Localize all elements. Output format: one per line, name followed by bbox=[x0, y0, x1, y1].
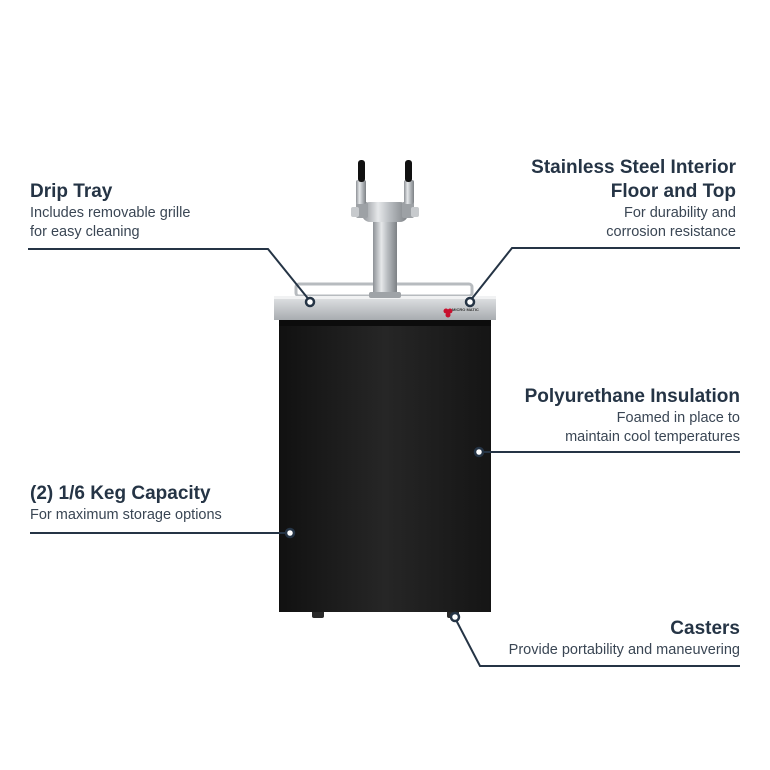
callout-desc: maintain cool temperatures bbox=[565, 429, 740, 445]
brand-logo-mark bbox=[443, 308, 453, 318]
callout-drip-tray: Drip Tray Includes removable grille for … bbox=[30, 180, 280, 242]
dot-casters bbox=[449, 611, 461, 623]
callout-desc: For durability and bbox=[623, 205, 736, 221]
callout-title: Casters bbox=[670, 618, 740, 639]
faucet-left bbox=[351, 160, 368, 218]
callout-desc: corrosion resistance bbox=[606, 224, 736, 240]
callout-title: Drip Tray bbox=[30, 181, 113, 202]
faucet-right bbox=[402, 160, 419, 218]
leader-stainless bbox=[469, 247, 740, 302]
callout-title: (2) 1/6 Keg Capacity bbox=[30, 483, 211, 504]
callout-casters: Casters Provide portability and maneuver… bbox=[420, 617, 740, 660]
dot-stainless bbox=[464, 296, 476, 308]
callout-stainless-steel: Stainless Steel Interior Floor and Top F… bbox=[436, 156, 736, 242]
callout-title: Stainless Steel Interior bbox=[531, 157, 736, 178]
callout-desc: Provide portability and maneuvering bbox=[508, 642, 740, 658]
callout-desc: Foamed in place to bbox=[616, 410, 740, 426]
dot-drip-tray bbox=[304, 296, 316, 308]
dot-insulation bbox=[473, 446, 485, 458]
leader-drip-tray bbox=[28, 248, 311, 302]
callout-desc: For maximum storage options bbox=[30, 507, 222, 523]
callout-keg-capacity: (2) 1/6 Keg Capacity For maximum storage… bbox=[30, 482, 330, 525]
callout-title: Polyurethane Insulation bbox=[524, 386, 740, 407]
leader-casters bbox=[454, 617, 740, 667]
beer-tower bbox=[362, 202, 408, 298]
callout-desc: for easy cleaning bbox=[30, 224, 140, 240]
cabinet bbox=[279, 320, 491, 612]
callout-insulation: Polyurethane Insulation Foamed in place … bbox=[420, 385, 740, 447]
dot-keg bbox=[284, 527, 296, 539]
brand-logo-text: MICRO MATIC bbox=[452, 307, 479, 312]
callout-title: Floor and Top bbox=[610, 181, 736, 202]
callout-desc: Includes removable grille bbox=[30, 205, 191, 221]
